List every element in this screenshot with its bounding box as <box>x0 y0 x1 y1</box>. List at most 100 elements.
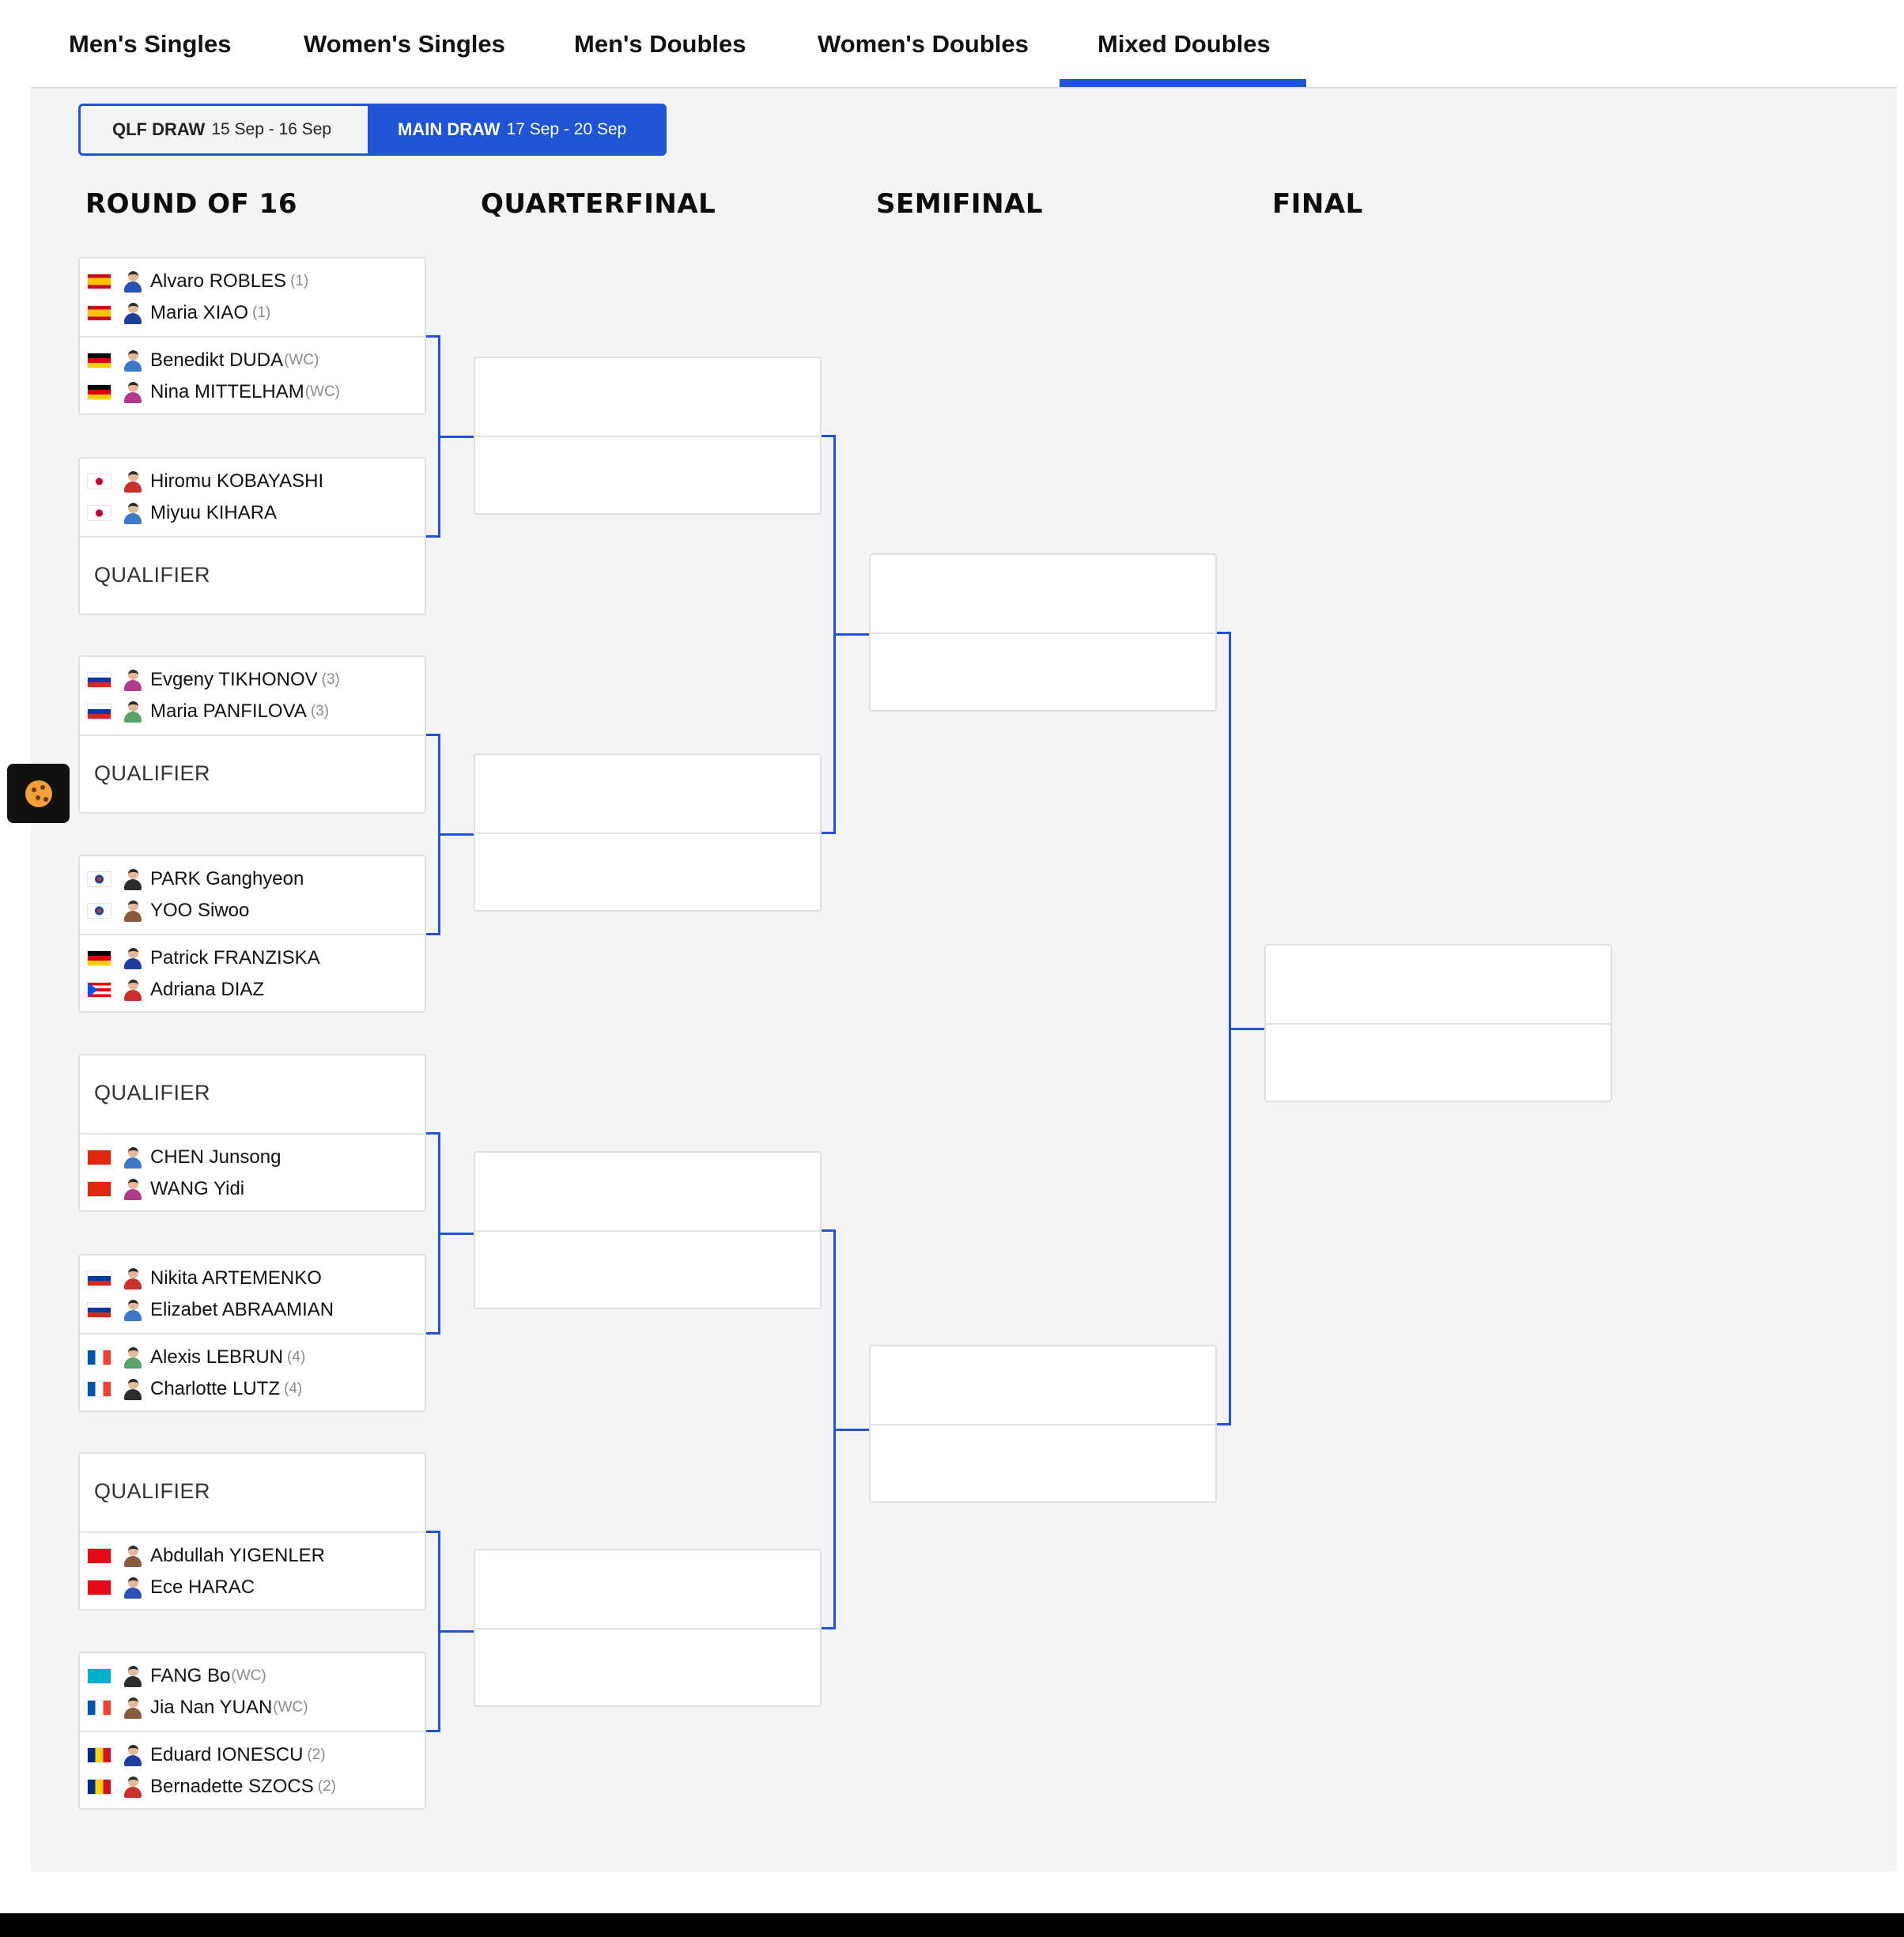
match-slot[interactable] <box>871 555 1215 634</box>
player-row[interactable]: Bernadette SZOCS(2) <box>88 1771 336 1803</box>
bracket-connector <box>439 435 474 438</box>
r16-match[interactable]: FANG Bo(WC)Jia Nan YUAN(WC)Eduard IONESC… <box>78 1652 426 1810</box>
player-row[interactable]: Alvaro ROBLES(1) <box>88 266 308 297</box>
flag-jpn-icon <box>88 474 111 489</box>
main-draw-button[interactable]: MAIN DRAW 17 Sep - 20 Sep <box>368 106 664 153</box>
player-row[interactable]: Charlotte LUTZ(4) <box>88 1373 302 1405</box>
match-slot[interactable] <box>475 1153 820 1232</box>
flag-kaz-icon <box>88 1669 111 1683</box>
sf-match[interactable] <box>869 1345 1217 1503</box>
player-row[interactable]: Patrick FRANZISKA <box>88 942 320 974</box>
match-slot[interactable] <box>475 834 820 912</box>
sf-match[interactable] <box>869 553 1217 712</box>
match-slot[interactable]: QUALIFIER <box>80 1454 425 1533</box>
player-seed: (WC) <box>284 352 319 368</box>
player-name: Hiromu KOBAYASHI <box>150 470 324 492</box>
player-seed: (WC) <box>273 1699 308 1716</box>
flag-esp-icon <box>88 306 111 320</box>
qf-match[interactable] <box>474 753 822 912</box>
match-slot[interactable] <box>475 1629 820 1707</box>
tab-womens-doubles[interactable]: Women's Doubles <box>818 30 1029 58</box>
r16-match[interactable]: Evgeny TIKHONOV(3)Maria PANFILOVA(3)QUAL… <box>78 655 426 814</box>
player-row[interactable]: Miyuu KIHARA <box>88 497 277 529</box>
player-row[interactable]: WANG Yidi <box>88 1173 244 1205</box>
r16-match[interactable]: Hiromu KOBAYASHI Miyuu KIHARA QUALIFIER <box>78 457 426 615</box>
player-row[interactable]: YOO Siwoo <box>88 895 249 927</box>
player-row[interactable]: Maria XIAO(1) <box>88 297 270 329</box>
match-slot[interactable] <box>871 1425 1215 1503</box>
match-slot[interactable]: Eduard IONESCU(2)Bernadette SZOCS(2) <box>80 1732 425 1810</box>
player-row[interactable]: Nina MITTELHAM(WC) <box>88 376 340 408</box>
match-slot[interactable]: Abdullah YIGENLER Ece HARAC <box>80 1533 425 1610</box>
match-slot[interactable] <box>1266 946 1611 1025</box>
player-row[interactable]: Elizabet ABRAAMIAN <box>88 1294 334 1326</box>
qf-match[interactable] <box>474 1549 822 1707</box>
qf-match[interactable] <box>474 357 822 515</box>
match-slot[interactable]: QUALIFIER <box>80 538 425 615</box>
player-avatar-icon <box>123 899 142 923</box>
player-avatar-icon <box>123 946 142 970</box>
qf-match[interactable] <box>474 1151 822 1309</box>
match-slot[interactable] <box>475 1232 820 1309</box>
round-header-final: FINAL <box>1272 188 1363 220</box>
player-name: YOO Siwoo <box>150 900 250 921</box>
final-match[interactable] <box>1264 944 1612 1102</box>
match-slot[interactable]: FANG Bo(WC)Jia Nan YUAN(WC) <box>80 1653 425 1732</box>
player-row[interactable]: Maria PANFILOVA(3) <box>88 696 329 727</box>
player-name: Ece HARAC <box>150 1576 255 1598</box>
player-row[interactable]: Eduard IONESCU(2) <box>88 1739 326 1771</box>
player-row[interactable]: Ece HARAC <box>88 1572 255 1603</box>
match-slot[interactable]: Hiromu KOBAYASHI Miyuu KIHARA <box>80 459 425 538</box>
qualifier-label: QUALIFIER <box>94 563 211 587</box>
match-slot[interactable]: Nikita ARTEMENKO Elizabet ABRAAMIAN <box>80 1255 425 1335</box>
player-row[interactable]: CHEN Junsong <box>88 1142 281 1173</box>
match-slot[interactable] <box>1266 1025 1611 1102</box>
flag-fra-icon <box>88 1350 111 1365</box>
player-row[interactable]: Benedikt DUDA(WC) <box>88 345 319 376</box>
player-name: Elizabet ABRAAMIAN <box>150 1299 334 1320</box>
match-slot[interactable]: Evgeny TIKHONOV(3)Maria PANFILOVA(3) <box>80 657 425 736</box>
match-slot[interactable]: Alvaro ROBLES(1)Maria XIAO(1) <box>80 259 425 338</box>
r16-match[interactable]: Alvaro ROBLES(1)Maria XIAO(1) Benedikt DU… <box>78 257 426 415</box>
player-row[interactable]: FANG Bo(WC) <box>88 1660 266 1692</box>
flag-rus-icon <box>88 1271 111 1286</box>
match-slot[interactable] <box>475 755 820 834</box>
tab-mixed-doubles[interactable]: Mixed Doubles <box>1097 30 1271 58</box>
match-slot[interactable] <box>475 358 820 437</box>
qlf-draw-dates: 15 Sep - 16 Sep <box>211 120 332 138</box>
flag-tur-icon <box>88 1580 111 1595</box>
player-name: Benedikt DUDA <box>150 349 284 371</box>
r16-match[interactable]: Nikita ARTEMENKO Elizabet ABRAAMIAN Alexis… <box>78 1254 426 1412</box>
player-row[interactable]: Adriana DIAZ <box>88 974 264 1006</box>
player-name: Nina MITTELHAM <box>150 381 304 402</box>
tab-womens-singles[interactable]: Women's Singles <box>304 30 505 58</box>
tab-mens-singles[interactable]: Men's Singles <box>69 30 232 58</box>
player-name: Miyuu KIHARA <box>150 502 278 523</box>
match-slot[interactable] <box>475 1550 820 1629</box>
player-row[interactable]: Nikita ARTEMENKO <box>88 1263 322 1294</box>
match-slot[interactable] <box>871 634 1215 712</box>
match-slot[interactable]: Benedikt DUDA(WC)Nina MITTELHAM(WC) <box>80 338 425 415</box>
player-row[interactable]: Evgeny TIKHONOV(3) <box>88 664 340 696</box>
player-row[interactable]: Hiromu KOBAYASHI <box>88 466 323 497</box>
match-slot[interactable] <box>871 1346 1215 1425</box>
tab-mens-doubles[interactable]: Men's Doubles <box>574 30 746 58</box>
match-slot[interactable] <box>475 437 820 515</box>
cookie-icon <box>25 780 52 807</box>
player-row[interactable]: PARK Ganghyeon <box>88 863 304 895</box>
player-row[interactable]: Alexis LEBRUN(4) <box>88 1342 305 1373</box>
player-row[interactable]: Abdullah YIGENLER <box>88 1540 325 1572</box>
qualifier-label: QUALIFIER <box>94 1081 211 1104</box>
match-slot[interactable]: QUALIFIER <box>80 736 425 814</box>
cookie-settings-button[interactable] <box>7 764 70 823</box>
match-slot[interactable]: Alexis LEBRUN(4)Charlotte LUTZ(4) <box>80 1335 425 1412</box>
qlf-draw-button[interactable]: QLF DRAW 15 Sep - 16 Sep <box>81 106 368 153</box>
player-row[interactable]: Jia Nan YUAN(WC) <box>88 1692 308 1724</box>
r16-match[interactable]: QUALIFIER Abdullah YIGENLER Ece HARAC <box>78 1452 426 1610</box>
match-slot[interactable]: QUALIFIER <box>80 1055 425 1135</box>
